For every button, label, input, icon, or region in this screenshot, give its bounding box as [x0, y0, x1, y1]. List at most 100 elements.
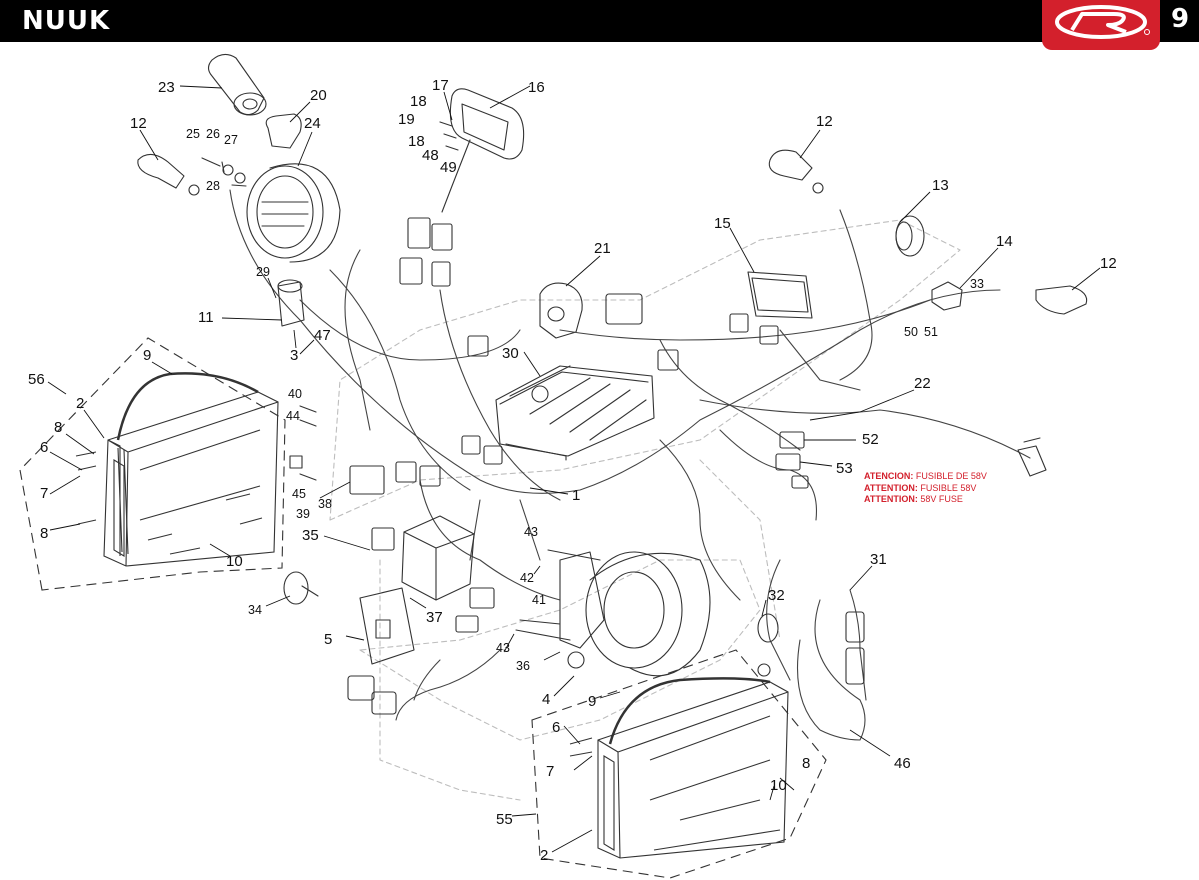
warning-line-en: ATTENTION: 58V FUSE — [864, 494, 963, 504]
turn-signal-rear-right — [1035, 285, 1088, 315]
callout-7: 7 — [546, 763, 554, 780]
callout-35: 35 — [302, 527, 319, 544]
callout-12: 12 — [1100, 255, 1117, 272]
callout-20: 20 — [310, 87, 327, 104]
callout-9: 9 — [143, 347, 151, 364]
callout-25: 25 — [186, 127, 200, 141]
turn-signal-front-right — [768, 149, 824, 194]
callout-30: 30 — [502, 345, 519, 362]
fuse-warning: ATENCION: FUSIBLE DE 58V ATTENTION: FUSI… — [864, 471, 987, 506]
callout-27: 27 — [224, 133, 238, 147]
battery-group-outline-56 — [19, 337, 286, 591]
relay-38 — [349, 465, 385, 495]
callout-1: 1 — [572, 487, 580, 504]
callout-43: 43 — [496, 641, 510, 655]
callout-32: 32 — [768, 587, 785, 604]
rieju-r-logo-icon — [1055, 5, 1150, 39]
callout-41: 41 — [532, 593, 546, 607]
callout-49: 49 — [440, 159, 457, 176]
callout-17: 17 — [432, 77, 449, 94]
ignition-switch — [277, 279, 305, 327]
charging-plug — [1017, 437, 1047, 477]
callout-40: 40 — [288, 387, 302, 401]
callout-26: 26 — [206, 127, 220, 141]
callout-22: 22 — [914, 375, 931, 392]
callout-44: 44 — [286, 409, 300, 423]
harness-connectors — [347, 313, 779, 715]
callout-31: 31 — [870, 551, 887, 568]
callout-43: 43 — [524, 525, 538, 539]
callout-11: 11 — [198, 309, 214, 326]
dashboard-screws — [439, 121, 459, 151]
frame-outline — [329, 219, 961, 801]
callout-53: 53 — [836, 460, 853, 477]
warning-line-fr: ATTENTION: FUSIBLE 58V — [864, 482, 977, 493]
main-wiring-harness — [229, 189, 1031, 741]
relay-box — [605, 293, 643, 325]
callout-8: 8 — [40, 525, 48, 542]
callout-2: 2 — [540, 847, 548, 864]
callout-19: 19 — [398, 111, 415, 128]
relay-35 — [371, 527, 395, 551]
callout-13: 13 — [932, 177, 949, 194]
connector-52-53 — [775, 431, 809, 489]
callout-labels: 23 20 24 12 25 26 27 28 17 16 18 19 18 4… — [28, 77, 1117, 864]
motor-controller — [495, 365, 655, 461]
callout-21: 21 — [594, 240, 611, 257]
electric-motor — [559, 551, 711, 677]
connector-cluster-upper — [399, 217, 453, 287]
callout-12: 12 — [130, 115, 147, 132]
callout-55: 55 — [496, 811, 513, 828]
callout-3: 3 — [290, 347, 298, 364]
headlight — [246, 163, 341, 263]
callout-39: 39 — [296, 507, 310, 521]
traction-battery-left — [19, 337, 286, 591]
callout-14: 14 — [996, 233, 1013, 250]
exploded-parts-diagram: 23 20 24 12 25 26 27 28 17 16 18 19 18 4… — [19, 53, 1117, 879]
battery-cable-clamp — [845, 611, 865, 685]
callout-9: 9 — [588, 693, 596, 710]
traction-battery-right — [531, 649, 827, 879]
callout-4: 4 — [542, 691, 550, 708]
callout-51: 51 — [924, 325, 938, 339]
callout-8: 8 — [802, 755, 810, 772]
battery-group-outline-55 — [531, 649, 827, 879]
callout-33: 33 — [970, 277, 984, 291]
callout-45: 45 — [292, 487, 306, 501]
bolt-set — [201, 157, 247, 187]
callout-7: 7 — [40, 485, 48, 502]
model-title: NUUK — [22, 6, 111, 36]
callout-10: 10 — [770, 777, 787, 794]
ecu-module — [359, 587, 415, 665]
connectors-left — [289, 405, 317, 481]
plate-light — [931, 281, 963, 311]
header-bar — [0, 0, 1199, 42]
callout-2: 2 — [76, 395, 84, 412]
callout-18: 18 — [408, 133, 425, 150]
callout-23: 23 — [158, 79, 175, 96]
cover-21 — [539, 282, 583, 339]
callout-42: 42 — [520, 571, 534, 585]
warning-line-es: ATENCION: FUSIBLE DE 58V — [864, 471, 987, 481]
callout-8: 8 — [54, 419, 62, 436]
callout-10: 10 — [226, 553, 243, 570]
callout-34: 34 — [248, 603, 262, 617]
callout-50: 50 — [904, 325, 918, 339]
callout-24: 24 — [304, 115, 321, 132]
page-number: 9 — [1170, 4, 1190, 34]
callout-37: 37 — [426, 609, 443, 626]
callout-12: 12 — [816, 113, 833, 130]
dashboard-display — [441, 88, 525, 213]
control-unit-15 — [747, 271, 813, 319]
motor-bolts — [515, 549, 601, 641]
callout-48: 48 — [422, 147, 439, 164]
callout-36: 36 — [516, 659, 530, 673]
callout-56: 56 — [28, 371, 45, 388]
callout-46: 46 — [894, 755, 911, 772]
leader-lines — [47, 85, 1101, 853]
handlebar-switch — [265, 113, 302, 149]
callout-6: 6 — [552, 719, 560, 736]
callout-18: 18 — [410, 93, 427, 110]
callout-52: 52 — [862, 431, 879, 448]
sensor-32 — [757, 613, 779, 677]
